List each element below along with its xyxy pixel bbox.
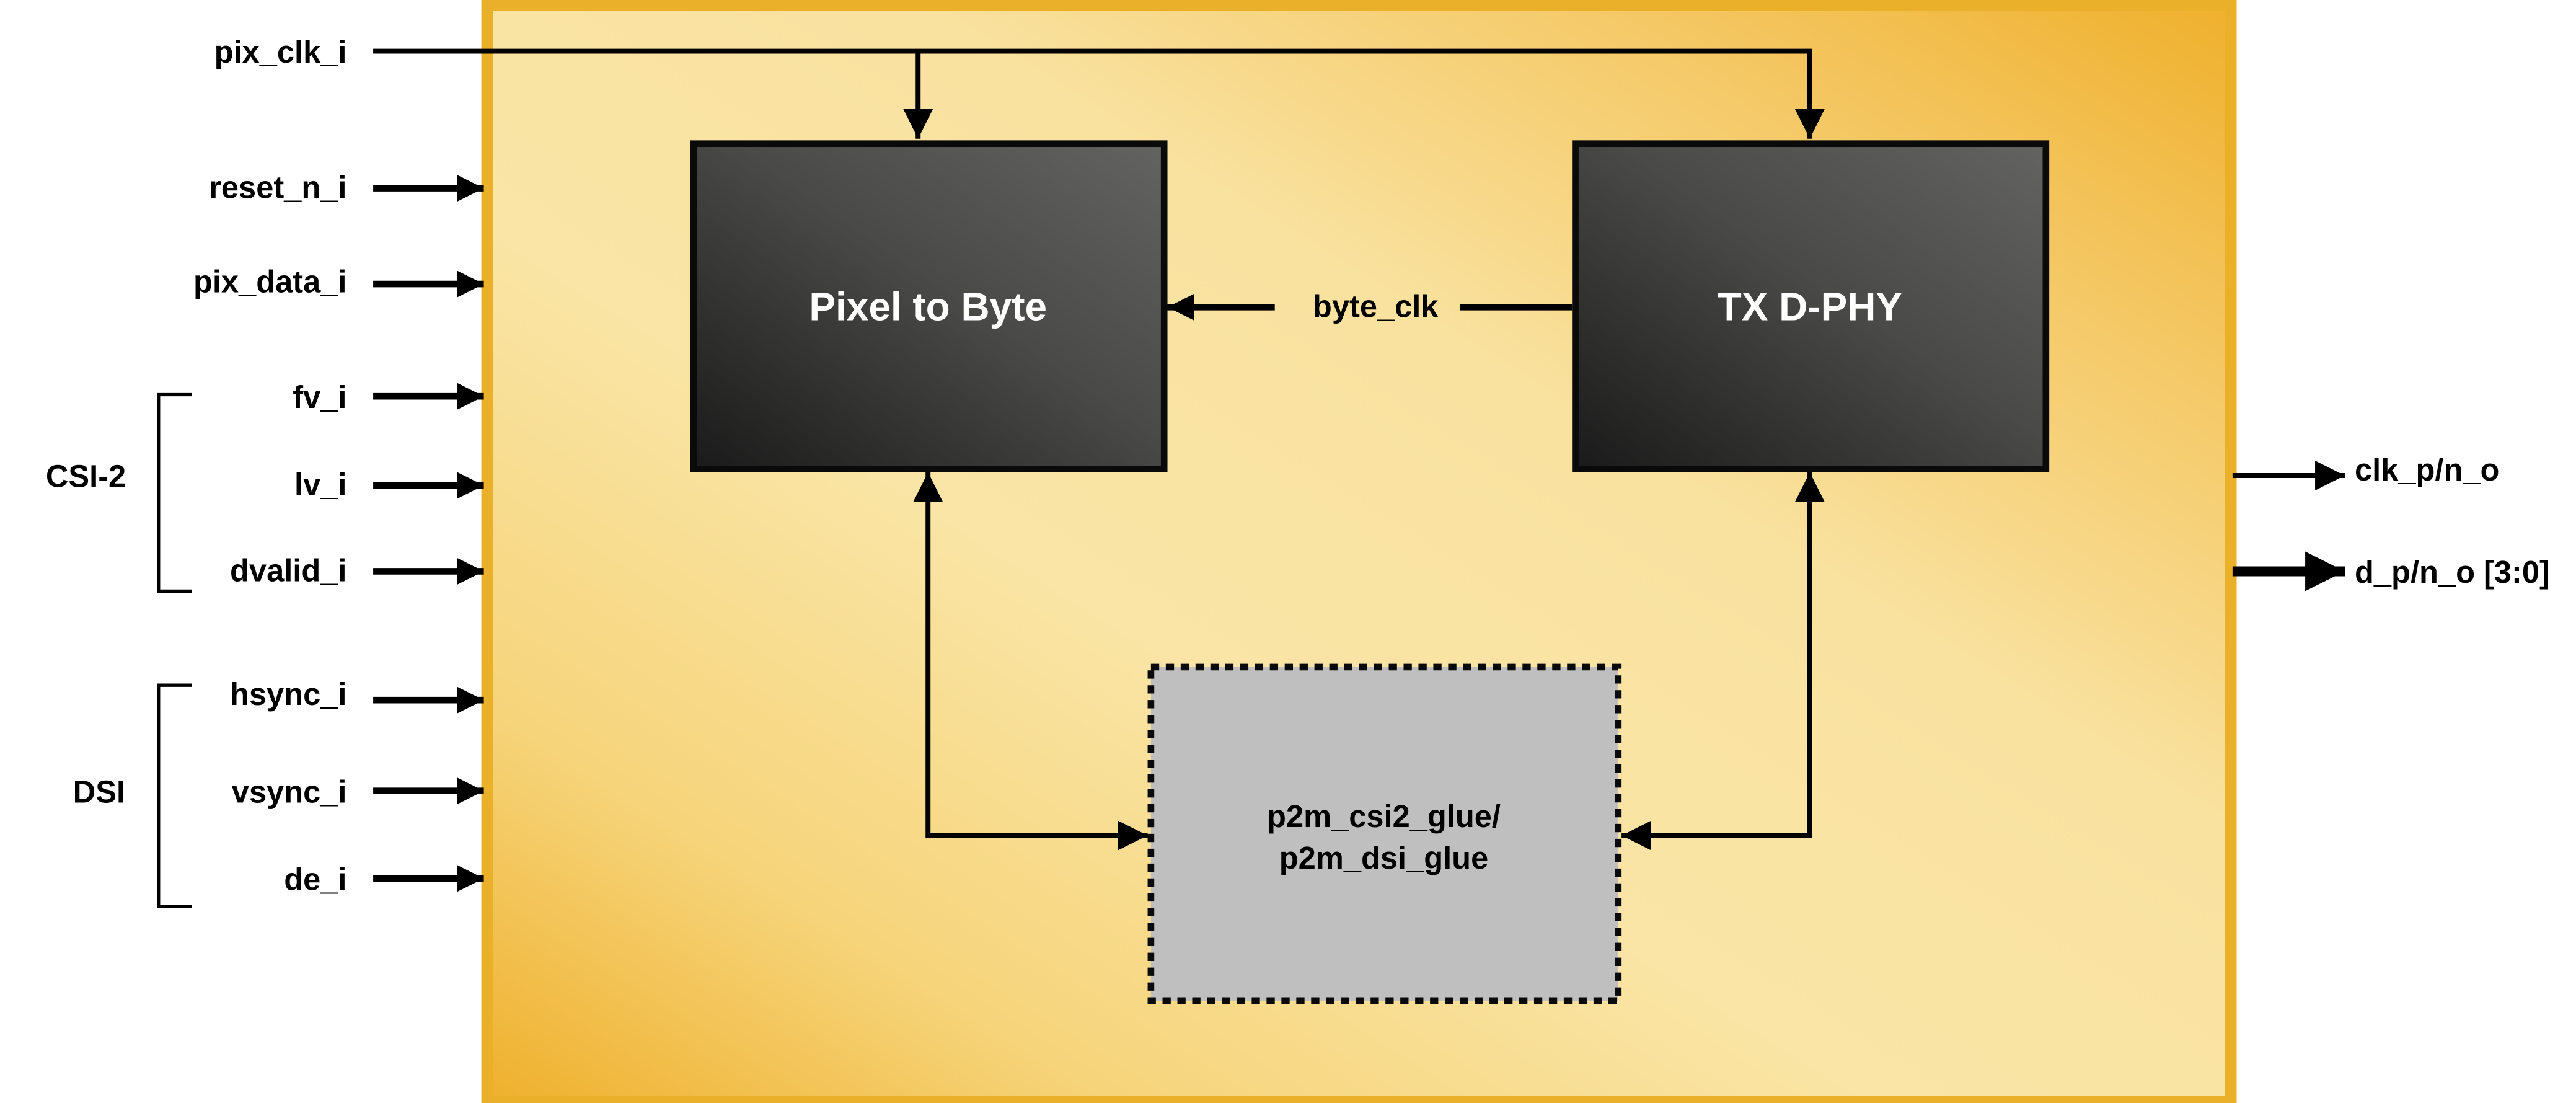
tx-dphy-block[interactable]: TX D-PHY bbox=[1572, 140, 2050, 472]
glue-block[interactable]: p2m_csi2_glue/ p2m_dsi_glue bbox=[1147, 663, 1622, 1004]
input-label-fv: fv_i bbox=[293, 379, 346, 415]
input-label-lv: lv_i bbox=[294, 467, 346, 502]
group-label-csi2: CSI-2 bbox=[46, 459, 126, 494]
pixel-to-byte-label: Pixel to Byte bbox=[809, 285, 1047, 329]
pixel-to-byte-glue-link bbox=[913, 472, 1148, 851]
pix-clk-wire bbox=[373, 48, 1825, 139]
glue-label-line2: p2m_dsi_glue bbox=[1279, 840, 1488, 875]
pixel-to-byte-block[interactable]: Pixel to Byte bbox=[690, 140, 1168, 472]
input-label-pix-clk: pix_clk_i bbox=[214, 34, 347, 69]
byte-clk-label: byte_clk bbox=[1313, 288, 1439, 324]
input-label-reset-n: reset_n_i bbox=[209, 170, 346, 205]
glue-label-line1: p2m_csi2_glue/ bbox=[1267, 799, 1501, 834]
input-arrows bbox=[373, 175, 484, 892]
input-label-pix-data: pix_data_i bbox=[193, 264, 347, 299]
dsi-bracket bbox=[157, 683, 192, 908]
input-label-dvalid: dvalid_i bbox=[230, 552, 346, 588]
input-label-vsync: vsync_i bbox=[232, 774, 347, 809]
group-label-dsi: DSI bbox=[73, 774, 125, 809]
tx-dphy-label: TX D-PHY bbox=[1718, 285, 1902, 329]
input-label-hsync: hsync_i bbox=[230, 676, 346, 712]
input-label-de: de_i bbox=[284, 861, 346, 897]
tx-dphy-glue-link bbox=[1621, 472, 1825, 851]
csi2-bracket bbox=[157, 392, 192, 593]
output-label-data: d_p/n_o [3:0] bbox=[2355, 554, 2550, 590]
output-label-clk: clk_p/n_o bbox=[2355, 452, 2499, 487]
